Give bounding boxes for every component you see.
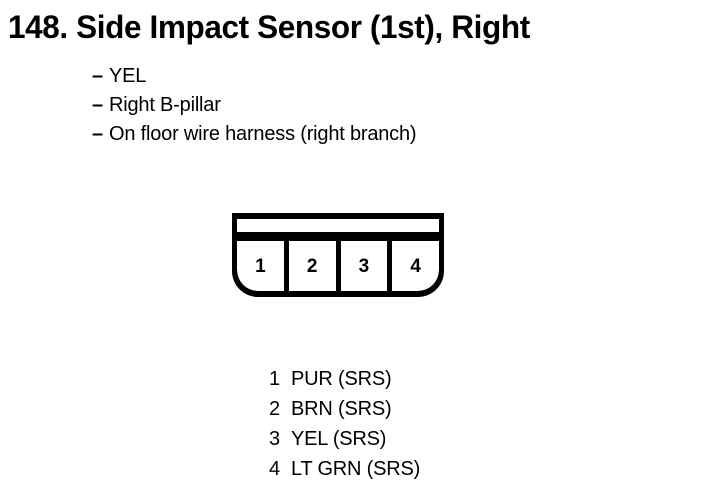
connector-cavity-1: 1 [237,241,284,291]
pin-legend-row: 4 LT GRN (SRS) [269,454,420,484]
dash-bullet-icon: – [92,65,103,87]
pin-wire-label: PUR (SRS) [291,368,392,390]
connector-top-rail [232,213,444,237]
pin-wire-label: LT GRN (SRS) [291,458,421,480]
spec-list: –YEL –Right B-pillar –On floor wire harn… [92,62,652,149]
connector-cavity-4: 4 [392,241,439,291]
dash-bullet-icon: – [92,123,103,145]
pin-legend-row: 3 YEL (SRS) [269,424,420,454]
pin-number: 3 [269,428,280,450]
connector-cavity-row: 1 2 3 4 [237,241,439,291]
list-item: –Right B-pillar [92,91,652,120]
list-item: –YEL [92,62,652,91]
list-item-label: On floor wire harness (right branch) [109,123,417,145]
connector-diagram: 1 2 3 4 [232,213,444,297]
pin-legend-row: 2 BRN (SRS) [269,394,420,424]
connector-cavity-3: 3 [340,241,388,291]
pin-number: 1 [269,368,280,390]
pin-legend: 1 PUR (SRS) 2 BRN (SRS) 3 YEL (SRS) 4 LT… [269,364,420,484]
connector-shell: 1 2 3 4 [232,236,444,297]
list-item: –On floor wire harness (right branch) [92,120,652,149]
page-title: 148. Side Impact Sensor (1st), Right [8,9,530,45]
pin-number: 2 [269,398,280,420]
list-item-label: Right B-pillar [109,94,221,116]
pin-wire-label: YEL (SRS) [291,428,387,450]
pin-legend-row: 1 PUR (SRS) [269,364,420,394]
list-item-label: YEL [109,65,147,87]
pin-number: 4 [269,458,280,480]
dash-bullet-icon: – [92,94,103,116]
connector-cavity-2: 2 [288,241,336,291]
connector-rail-slot [237,219,439,232]
pin-wire-label: BRN (SRS) [291,398,392,420]
